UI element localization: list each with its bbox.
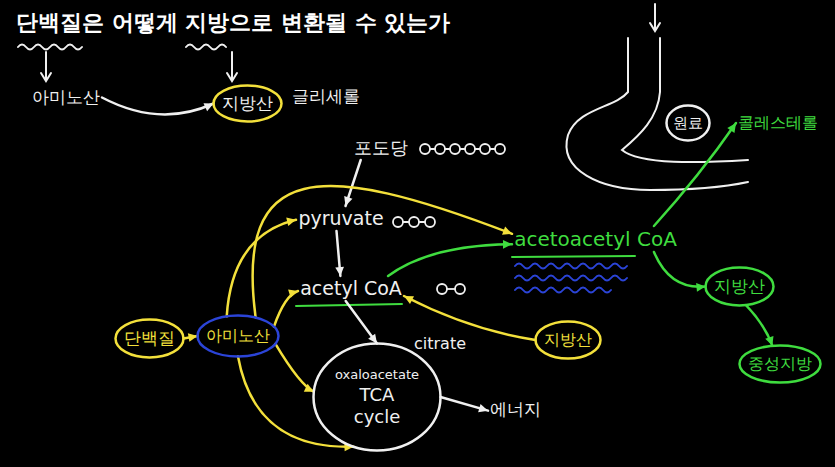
arrowhead: [304, 384, 314, 392]
node-label: 아미노산: [32, 87, 100, 107]
flow-arrow: [184, 333, 198, 342]
down-arrow: [227, 52, 237, 81]
node-label: 포도당: [354, 137, 408, 159]
flow-arrow: [404, 296, 536, 340]
node-outline: [706, 268, 774, 306]
flow-arrow: [654, 252, 706, 292]
connector-line: [275, 344, 313, 392]
connector-line: [102, 98, 214, 115]
intermediate-label: citrate: [414, 334, 466, 353]
node-label: 지방산: [222, 93, 273, 113]
acetyl-chain: [437, 284, 465, 294]
tca-cycle-circle: oxaloacetateTCA cycle: [312, 342, 442, 452]
node-label: 원료: [673, 114, 703, 132]
flow-arrow: [344, 160, 361, 206]
arrowhead: [478, 404, 488, 412]
node-outline: [198, 316, 279, 357]
arrowhead: [335, 267, 344, 276]
arrowhead: [404, 296, 414, 304]
connector-line: [253, 186, 512, 318]
flow-arrow: [102, 98, 214, 115]
connector-line: [388, 244, 512, 276]
connector-line: [346, 301, 377, 344]
node-outline: [116, 320, 184, 358]
connector-line: [404, 296, 536, 340]
source-circle: 원료: [665, 104, 711, 142]
node-outline: [667, 106, 710, 141]
organ-outline: [567, 38, 748, 190]
node-label: 중성지방: [748, 354, 812, 373]
connector-line: [654, 252, 706, 287]
connector-line: [274, 291, 298, 327]
node-outline: [314, 344, 441, 451]
scribble: [515, 264, 627, 269]
node-label: 콜레스테롤: [738, 113, 818, 132]
node-label: 단백질: [124, 328, 175, 348]
pyruvate-chain: [393, 217, 435, 227]
arrowhead: [503, 240, 512, 249]
triglyceride-circle: 중성지방: [738, 344, 822, 384]
glucose-chain: [420, 144, 505, 154]
fatty-acid-circle: 지방산: [534, 320, 602, 360]
acetoacetyl-coa-text: acetoacetyl CoA: [512, 226, 679, 252]
arrowhead: [502, 227, 512, 235]
fatty-acid-circle: 지방산: [704, 266, 775, 307]
arrowhead: [368, 334, 377, 344]
node-label: oxaloacetate: [335, 367, 419, 383]
fatty-acid-circle: 지방산: [212, 84, 283, 123]
node-label: acetyl CoA: [300, 277, 402, 300]
node-label: 지방산: [544, 330, 592, 349]
scribble: [515, 288, 611, 293]
arrowhead: [286, 218, 296, 226]
node-label: 에너지: [490, 399, 541, 419]
node-label: 아미노산: [206, 326, 270, 345]
diagram-title: 단백질은 어떻게 지방으로 변환될 수 있는가: [16, 10, 450, 36]
arrowhead: [696, 283, 705, 292]
node-label: acetoacetyl CoA: [514, 227, 677, 251]
flow-arrow: [441, 397, 489, 412]
intake-arrow: [650, 4, 660, 31]
node-outline: [740, 346, 821, 383]
underline: [512, 256, 635, 257]
node-outline: [214, 86, 282, 122]
flow-arrow: [275, 344, 313, 392]
title-squiggle: [186, 45, 226, 50]
organ-outline: [622, 38, 748, 162]
title-squiggle: [18, 45, 82, 50]
pyruvate-text: pyruvate: [296, 206, 386, 231]
arrowhead: [765, 336, 773, 346]
flow-arrow: [274, 289, 298, 326]
scribble: [515, 276, 627, 281]
node-label: pyruvate: [298, 207, 383, 230]
arrowhead: [344, 196, 352, 206]
flow-arrow: [253, 186, 512, 318]
flow-arrow: [346, 301, 377, 344]
flow-arrow: [388, 240, 512, 276]
acetyl-coa-text: acetyl CoA: [298, 276, 404, 301]
protein-circle: 단백질: [114, 318, 185, 359]
node-outline: [536, 322, 601, 359]
arrowhead: [288, 289, 298, 297]
amino-acid-text: 아미노산: [30, 86, 102, 109]
side-note: 글리세롤: [292, 86, 360, 106]
amino-acid-circle: 아미노산: [196, 314, 280, 358]
arrowhead: [727, 123, 736, 133]
cholesterol-text: 콜레스테롤: [736, 112, 820, 134]
glucose-text: 포도당: [352, 136, 410, 160]
flow-arrow: [746, 305, 774, 346]
energy-text: 에너지: [488, 398, 543, 421]
flow-arrow: [335, 231, 344, 276]
node-sublabel: TCA cycle: [351, 384, 403, 427]
node-label: 지방산: [714, 276, 765, 296]
arrowhead: [188, 333, 198, 342]
arrowhead: [204, 103, 214, 111]
down-arrow: [41, 52, 51, 81]
